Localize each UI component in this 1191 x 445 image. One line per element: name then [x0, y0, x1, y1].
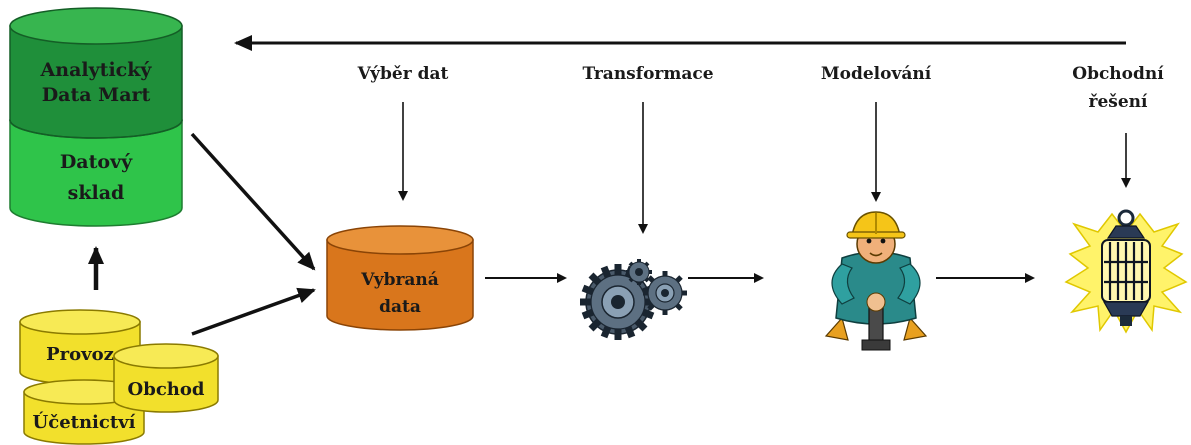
warehouse-label-line-2: sklad: [68, 182, 125, 204]
data-mart-label-line-2: Data Mart: [42, 84, 151, 106]
gears-icon-small: [643, 271, 687, 315]
source-obchod-label: Obchod: [128, 379, 205, 400]
arrow-warehouse-to-selected: [190, 132, 316, 271]
data-mart-label-line-1: Analytický: [40, 59, 153, 81]
worker-icon: [824, 211, 928, 351]
source-provoz: Provoz: [19, 309, 141, 385]
gears-icon-tiny: [626, 259, 652, 285]
arrows: [88, 35, 1131, 336]
selected-data-label-line-2: data: [379, 297, 421, 317]
source-ucetnictvi: Účetnictví: [23, 379, 145, 445]
step-label-transformace: Transformace: [582, 64, 713, 84]
arrow-sources-to-selected: [191, 287, 316, 336]
lantern-icon: [1064, 209, 1188, 334]
source-databases: Provoz Účetnictví Obchod: [19, 309, 219, 445]
source-obchod: Obchod: [113, 343, 219, 413]
selected-data-cylinder: Vybraná data: [326, 225, 474, 331]
source-ucetnictvi-label: Účetnictví: [33, 410, 136, 433]
source-provoz-label: Provoz: [46, 344, 114, 365]
step-label-vyber-dat: Výběr dat: [357, 64, 449, 84]
warehouse-label-line-1: Datový: [60, 151, 133, 173]
step-label-obchodni-line-1: Obchodní: [1072, 64, 1164, 84]
step-label-obchodni-line-2: řešení: [1089, 92, 1149, 112]
step-label-modelovani: Modelování: [821, 64, 932, 84]
gears-icon: [580, 264, 656, 340]
data-warehouse-cylinder: Analytický Data Mart Datový sklad: [9, 7, 183, 227]
selected-data-label-line-1: Vybraná: [360, 270, 439, 290]
